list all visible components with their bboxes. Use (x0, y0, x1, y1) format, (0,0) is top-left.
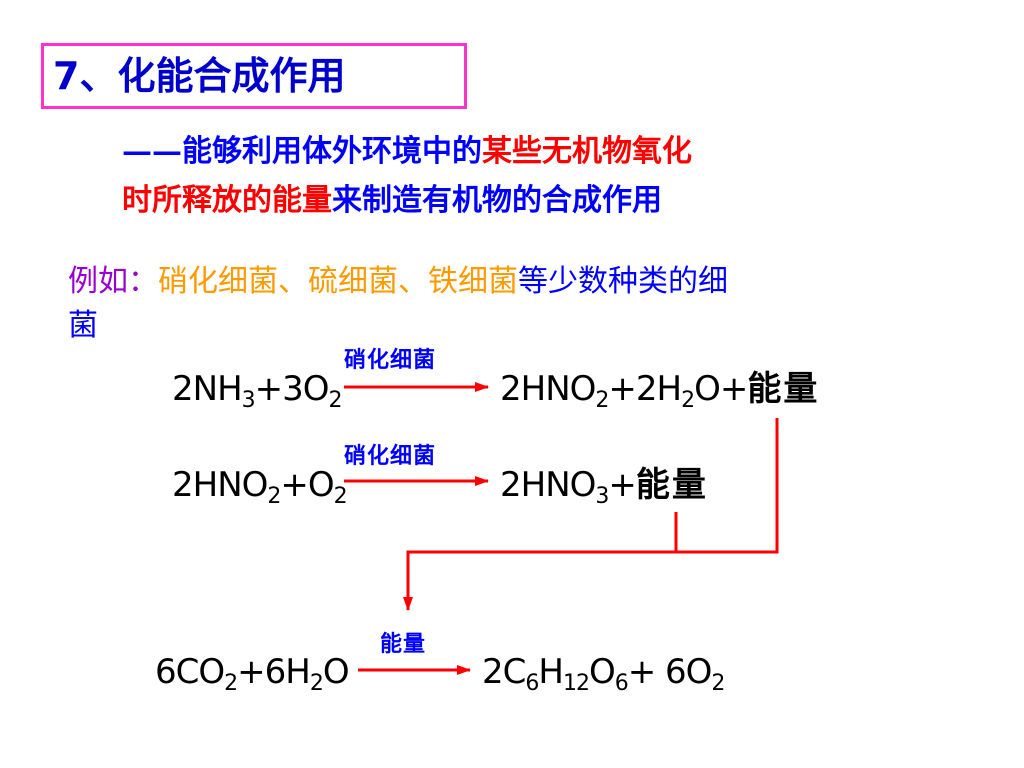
example-line-2: 菌 (68, 308, 98, 343)
reaction-2-condition: 硝化细菌 (344, 443, 437, 469)
reaction-3-products: 2C6H12O6+ 6O2 (482, 652, 725, 696)
example-rest-1: 等少数种类的细 (518, 264, 728, 299)
definition-text-blue-1: 能够利用体外环境中的 (182, 134, 482, 169)
title-box (41, 43, 467, 109)
reaction-1-reactants: 2NH3+3O2 (172, 369, 343, 413)
example-bacteria: 硝化细菌、硫细菌、铁细菌 (158, 264, 518, 299)
definition-text-red-1: 某些无机物氧化 (482, 134, 692, 169)
definition-text-blue-2: 来制造有机物的合成作用 (332, 183, 662, 218)
page-title: 7、化能合成作用 (53, 54, 346, 98)
reaction-1-condition: 硝化细菌 (344, 347, 437, 373)
reaction-1-energy: 能量 (747, 369, 820, 409)
definition-line-2: 时所释放的能量来制造有机物的合成作用 (122, 181, 662, 221)
reaction-2-products: 2HNO3+能量 (500, 465, 708, 509)
reaction-3-reactants: 6CO2+6H2O (155, 652, 350, 696)
energy-connector (403, 418, 779, 611)
reaction-1-products: 2HNO2+2H2O+能量 (500, 369, 820, 413)
reaction-2-energy: 能量 (635, 465, 708, 505)
reaction-2-reactants: 2HNO2+O2 (172, 465, 348, 509)
definition-text-red-2: 时所释放的能量 (122, 183, 332, 218)
definition-line-1: ——能够利用体外环境中的某些无机物氧化 (122, 132, 692, 172)
definition-dash: —— (122, 134, 182, 169)
example-label: 例如： (68, 264, 158, 299)
reaction-3-condition: 能量 (380, 631, 427, 657)
example-line-1: 例如：硝化细菌、硫细菌、铁细菌等少数种类的细 (68, 262, 728, 302)
